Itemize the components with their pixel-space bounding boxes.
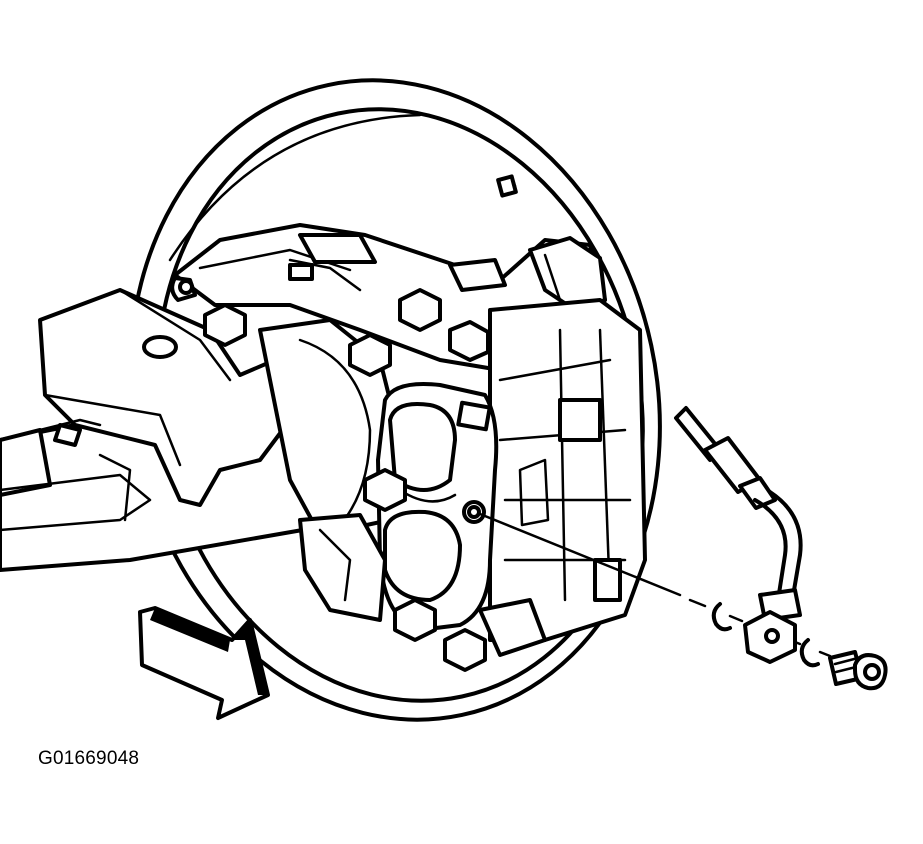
sealing-washer-icon (711, 602, 820, 668)
figure-code-label: G01669048 (38, 748, 140, 769)
caliper-bolts-icon (203, 288, 490, 672)
lower-caliper-bracket-icon (298, 513, 547, 657)
front-direction-arrow-icon (138, 606, 270, 720)
brake-caliper-icon (376, 382, 499, 632)
brake-pad-icon (488, 298, 647, 642)
banjo-bolt-icon (828, 650, 888, 691)
brake-hose-icon (674, 406, 803, 664)
